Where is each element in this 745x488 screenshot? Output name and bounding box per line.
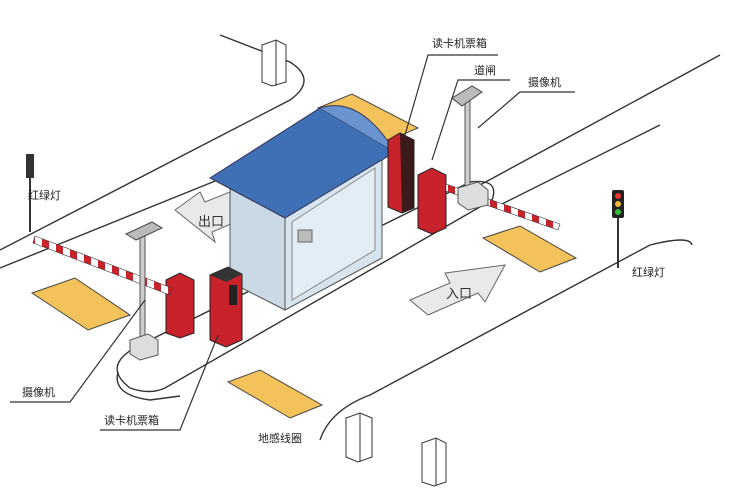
label-barrier-gate: 道闸	[474, 63, 496, 77]
label-card-reader-top: 读卡机票箱	[432, 36, 487, 50]
label-ground-loop: 地感线圈	[258, 431, 302, 445]
ground-loop-bottom	[226, 369, 324, 419]
camera-top	[451, 85, 489, 211]
barrier-gate-left	[32, 235, 195, 339]
entrance-arrow	[409, 264, 506, 316]
label-traffic-light-right: 红绿灯	[632, 265, 665, 279]
leader-lines	[10, 54, 575, 431]
card-reader-ticket-box-bottom	[209, 266, 243, 348]
toll-booth	[209, 105, 396, 311]
card-reader-ticket-box-top	[387, 132, 415, 214]
traffic-light-right	[612, 190, 624, 268]
label-camera-top: 摄像机	[528, 75, 561, 89]
camera-bottom	[124, 221, 164, 361]
traffic-light-left	[26, 154, 34, 232]
ground-loop-right	[481, 225, 578, 273]
label-exit: 出口	[198, 215, 224, 230]
barrier-gate-right	[417, 167, 561, 235]
roads	[0, 34, 721, 441]
label-card-reader-bottom: 读卡机票箱	[104, 413, 159, 427]
label-camera-bottom: 摄像机	[22, 385, 55, 399]
bollards	[261, 39, 447, 487]
ground-loop-left	[30, 277, 132, 331]
label-traffic-light-left: 红绿灯	[28, 188, 61, 202]
label-entrance: 入口	[446, 287, 472, 302]
